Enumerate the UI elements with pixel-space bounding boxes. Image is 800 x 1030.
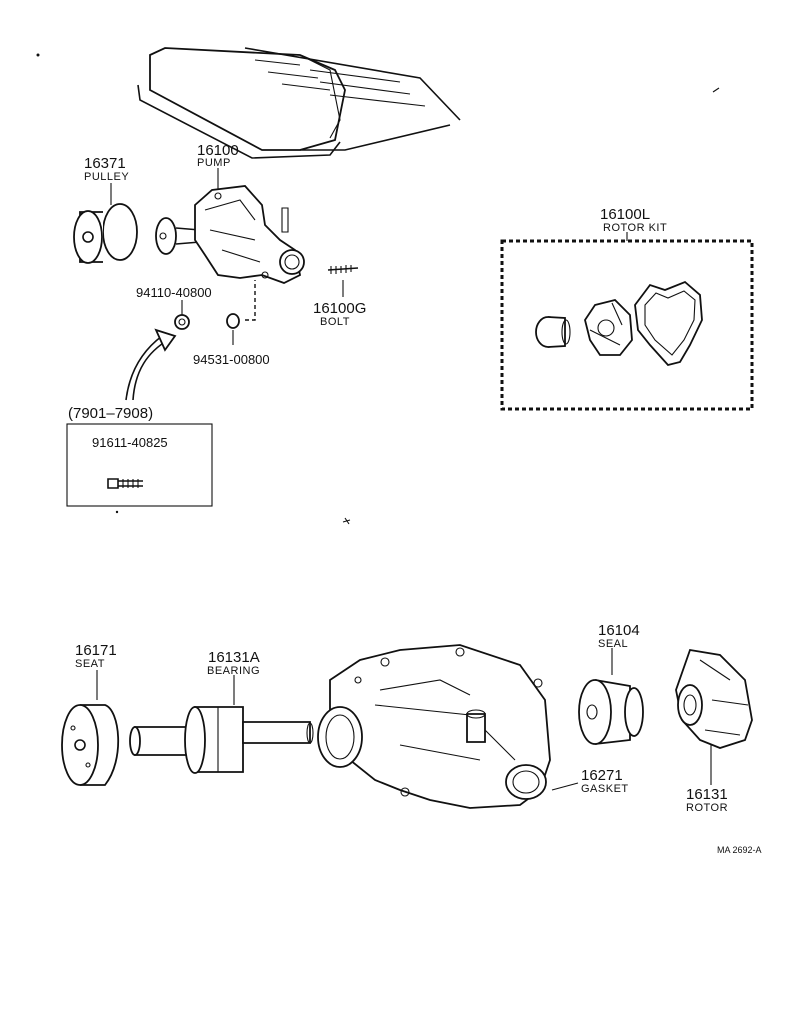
label-bolt-number: 16100G (313, 300, 366, 317)
label-seal-name: SEAL (598, 638, 628, 650)
bearing-part (129, 675, 314, 774)
label-gasket-number: 16271 (581, 767, 623, 784)
label-pump-name: PUMP (197, 157, 231, 169)
label-date-range: (7901–7908) (68, 405, 153, 422)
seat-part (61, 670, 120, 786)
stray-marks (36, 53, 720, 525)
label-alt-bolt-number: 91611-40825 (92, 435, 168, 450)
label-pulley-number: 16371 (84, 155, 126, 172)
label-drawing-code: MA 2692-A (717, 845, 762, 855)
label-rotor-name: ROTOR (686, 802, 728, 814)
washer-part (226, 280, 256, 329)
seal-part (578, 648, 644, 745)
label-seat-number: 16171 (75, 642, 117, 659)
water-pump-top (194, 185, 305, 284)
label-rotor-kit-number: 16100L (600, 206, 650, 223)
label-washer-number: 94531-00800 (193, 352, 270, 367)
label-bolt-name: BOLT (320, 316, 350, 328)
pump-shaft-flange (155, 217, 201, 255)
label-bearing-name: BEARING (207, 665, 260, 677)
label-seat-name: SEAT (75, 658, 105, 670)
engine-valve-cover (137, 47, 461, 159)
label-pulley-name: PULLEY (84, 171, 129, 183)
pulley-top (73, 203, 138, 264)
pump-body (317, 644, 579, 809)
rotor-part (675, 648, 753, 785)
label-rotor-number: 16131 (686, 786, 728, 803)
alt-bolt-box (66, 423, 213, 507)
label-bearing-number: 16131A (208, 649, 260, 666)
nut-part (174, 314, 190, 330)
label-seal-number: 16104 (598, 622, 640, 639)
stud-bolt (327, 265, 359, 297)
label-rotor-kit-name: ROTOR KIT (603, 222, 667, 234)
arrow-to-nut (125, 328, 177, 401)
label-gasket-name: GASKET (581, 783, 629, 795)
label-pump-number: 16100 (197, 142, 239, 159)
label-nut-number: 94110-40800 (136, 285, 212, 300)
rotor-kit-box (500, 232, 754, 411)
